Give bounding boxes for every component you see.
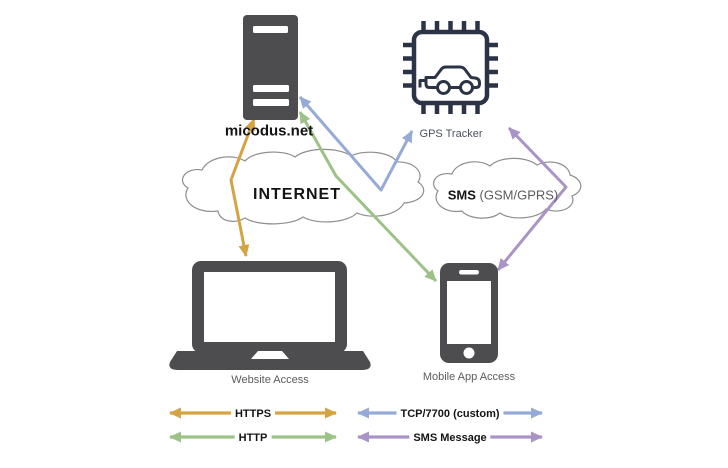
server-icon (243, 15, 298, 120)
sms-cloud-label: SMS (GSM/GPRS) (448, 188, 559, 203)
phone-label: Mobile App Access (422, 371, 516, 383)
phone-icon (440, 263, 498, 363)
gps-tracker-chip-icon (403, 21, 498, 114)
gps-tracker-label: GPS Tracker (419, 128, 483, 140)
legend-label-http: HTTP (234, 432, 272, 444)
internet-cloud-label: INTERNET (253, 186, 341, 203)
edge-tcp7700-server-tracker (298, 96, 414, 192)
sms-cloud-label-bold: SMS (447, 187, 476, 203)
sms-cloud-label-rest: (GSM/GPRS) (475, 187, 559, 203)
edge-sms-tracker-phone (496, 126, 568, 271)
laptop-icon (169, 261, 371, 370)
legend-label-tcp7700: TCP/7700 (custom) (396, 408, 504, 420)
legend-label-https: HTTPS (230, 408, 276, 420)
legend-label-sms: SMS Message (409, 432, 491, 444)
edge-https-server-laptop (229, 118, 256, 257)
laptop-label: Website Access (231, 374, 309, 386)
server-label: micodus.net (224, 122, 314, 140)
car-icon (418, 65, 481, 95)
